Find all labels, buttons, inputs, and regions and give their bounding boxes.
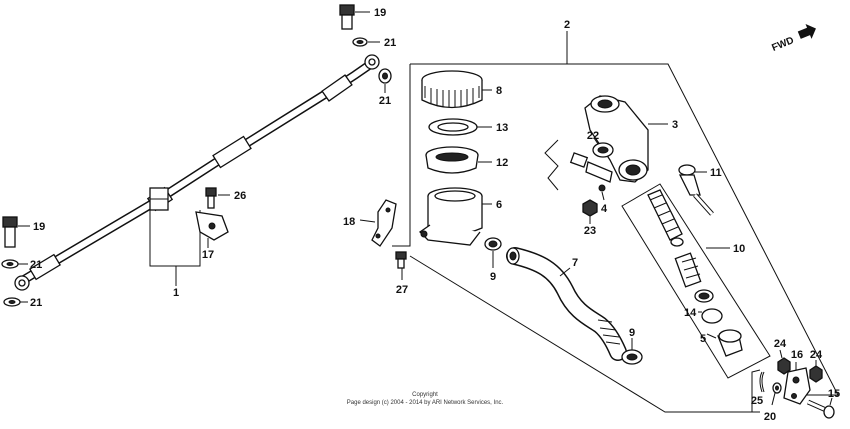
callout-9-bottom: 9 [629,327,635,339]
washer-20 [771,382,782,406]
callout-21-mid: 21 [379,95,391,107]
joint-bracket-22 [544,137,614,191]
callout-4: 4 [601,203,608,215]
part-1-leader [149,210,201,286]
callout-14: 14 [684,307,697,319]
joint-group-bracket [751,369,761,412]
callout-22: 22 [587,130,599,142]
hose-clip-9-top [484,237,502,268]
callout-20: 20 [764,411,776,423]
bolt-26 [205,187,230,209]
bracket-18 [359,199,397,247]
callout-1: 1 [173,287,179,299]
cotter-pin-25 [759,371,765,393]
callout-8: 8 [496,85,502,97]
callout-11: 11 [710,167,722,179]
callout-12: 12 [496,157,508,169]
callout-10: 10 [733,243,745,255]
copyright-line: Page design (c) 2004 - 2014 by ARI Netwo… [346,400,504,406]
nut-24-left [777,349,791,375]
washer-4 [598,184,606,201]
callout-labels: 1 2 3 4 5 6 7 8 9 9 10 11 12 13 14 15 16… [30,7,840,423]
joint-16 [783,362,811,405]
push-rod-11 [678,164,714,216]
callout-25: 25 [751,395,763,407]
master-cylinder-3 [584,95,668,183]
hose-clamp-17 [195,211,229,248]
reservoir-cap-8 [421,70,492,109]
callout-6: 6 [496,199,502,211]
piston-kit-box [621,183,771,379]
forward-direction-label: FWD [770,35,795,54]
oil-bolt-top [339,4,370,30]
callout-27: 27 [396,284,408,296]
callout-24-right: 24 [810,349,823,361]
diaphragm-12 [425,146,492,174]
reservoir-6 [418,187,492,246]
nut-24-right [809,360,823,383]
callout-13: 13 [496,122,508,134]
callout-3: 3 [672,119,678,131]
sealing-washer-top [352,37,392,93]
callout-15: 15 [828,388,840,400]
callout-16: 16 [791,349,803,361]
callout-5: 5 [700,333,706,345]
brake-hose [14,54,380,291]
assembly-outline [392,31,839,413]
callout-9-top: 9 [490,271,496,283]
callout-2: 2 [564,19,570,31]
piston-kit-10 [647,189,743,357]
callout-21-left-b: 21 [30,297,42,309]
nut-23 [582,199,598,224]
callout-26: 26 [234,190,246,202]
callout-19-top: 19 [374,7,386,19]
callout-21-top: 21 [384,37,396,49]
callout-23: 23 [584,225,596,237]
callout-17: 17 [202,249,214,261]
forward-arrow-icon: FWD [770,24,816,54]
pin-15 [806,397,835,419]
reservoir-hose-7 [506,247,627,361]
callout-19-left: 19 [33,221,45,233]
oil-bolt-left [2,216,30,248]
hose-clip-9-bottom [621,338,643,365]
plate-13 [428,118,492,136]
copyright-title: Copyright [412,392,438,398]
copyright-notice: Copyright Page design (c) 2004 - 2014 by… [0,391,850,407]
screw-27 [395,251,407,280]
callout-21-left-a: 21 [30,259,42,271]
callout-7: 7 [572,257,578,269]
callout-24-left: 24 [774,338,787,350]
sealing-washer-left [1,259,28,307]
callout-18: 18 [343,216,355,228]
